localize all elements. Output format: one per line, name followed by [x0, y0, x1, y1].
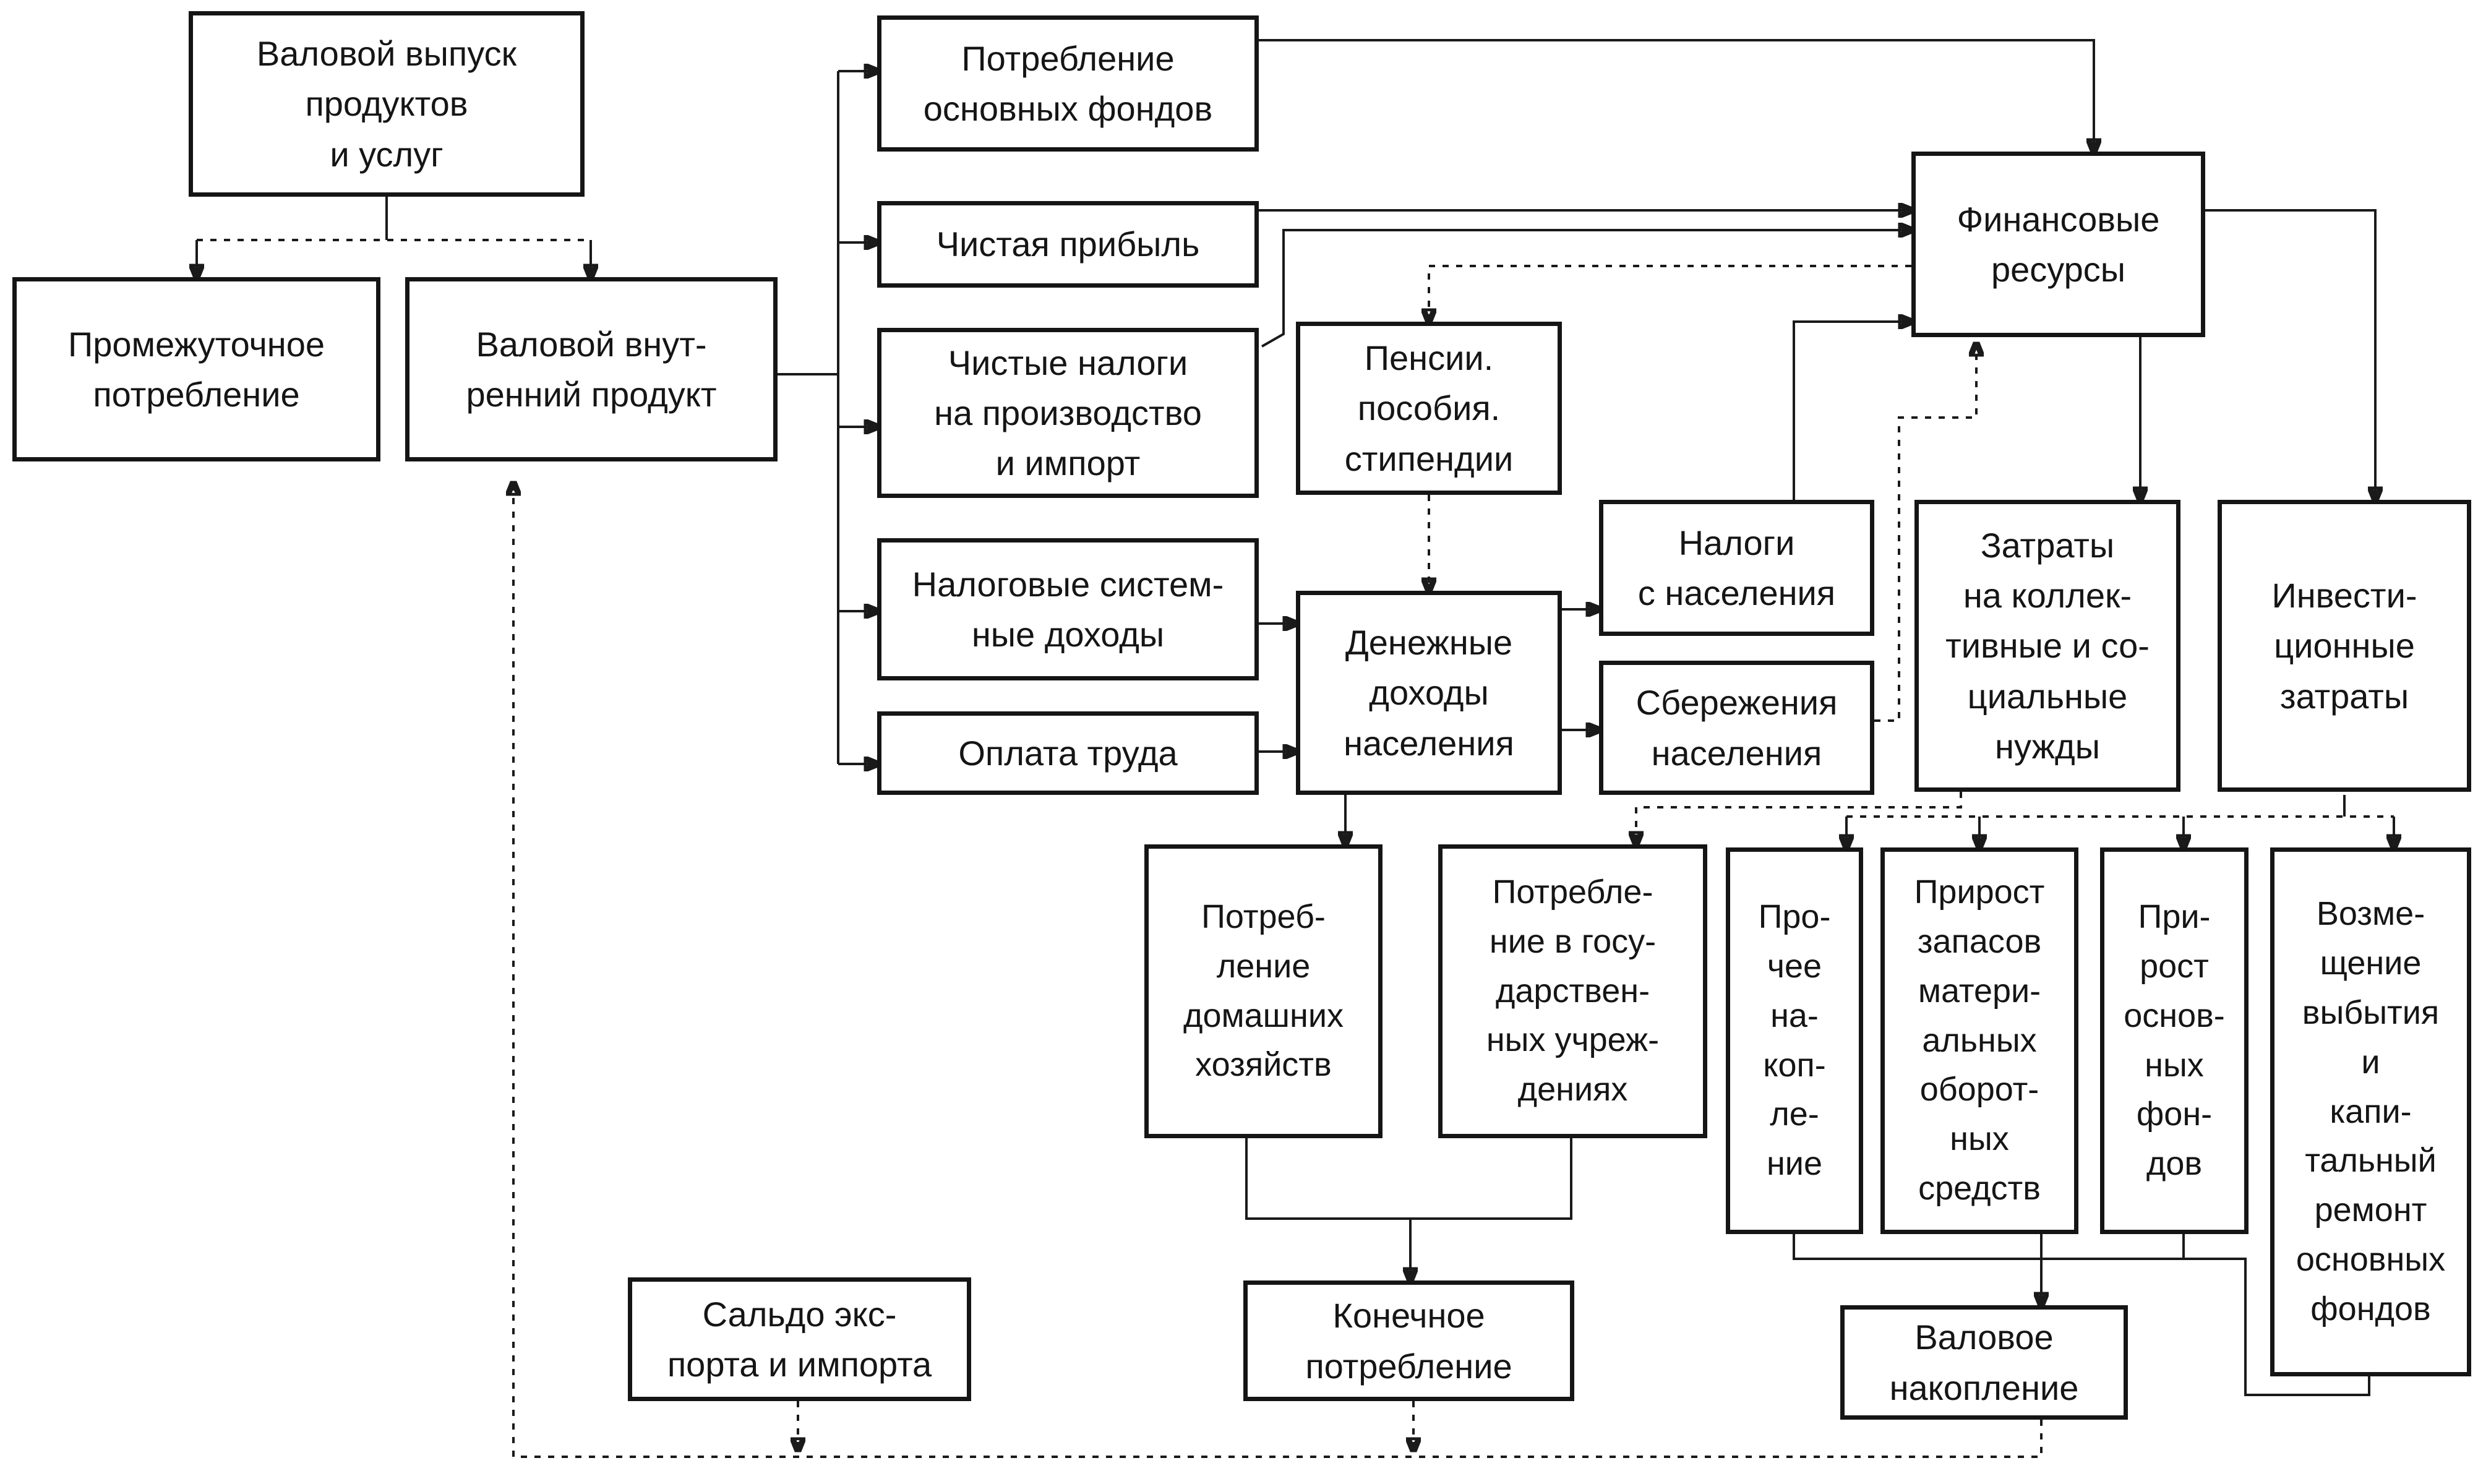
connector-accumulation-join [1793, 1234, 2370, 1396]
node-investment: Инвести- ционные затраты [2218, 500, 2471, 792]
arrow-pop-taxes-to-financial [1793, 322, 1911, 507]
node-other-accumulation: Про- чее на- коп- ле- ние [1726, 847, 1863, 1234]
arrow-return-to-gdp [513, 483, 2043, 1458]
node-wages: Оплата труда [877, 711, 1259, 795]
node-net-profit: Чистая прибыль [877, 201, 1259, 288]
node-net-export: Сальдо экс- порта и импорта [628, 1277, 971, 1401]
node-population-savings: Сбережения населения [1599, 661, 1874, 795]
node-gross-output: Валовой выпуск продуктов и услуг [189, 11, 585, 197]
node-collective-needs: Затраты на коллек- тивные и со- циальные… [1914, 500, 2180, 792]
arrow-net-taxes-to-financial [1261, 230, 1911, 348]
node-gdp: Валовой внут- ренний продукт [405, 277, 778, 461]
node-pensions: Пенсии. пособия. стипендии [1296, 322, 1562, 495]
node-replacement-repair: Возме- щение выбытия и капи- тальный рем… [2270, 847, 2471, 1376]
arrow-financial-to-pensions [1429, 265, 1911, 322]
node-cash-income: Денежные доходы населения [1296, 591, 1562, 795]
connector-consumption-join [1245, 1138, 1572, 1220]
node-government-consumption: Потребле- ние в госу- дарствен- ных учре… [1438, 844, 1707, 1138]
arrow-collective-to-government [1636, 792, 1962, 844]
node-net-taxes: Чистые налоги на производство и импорт [877, 328, 1259, 498]
arrow-financial-to-investment [2205, 209, 2375, 500]
node-gross-accumulation: Валовое накопление [1840, 1305, 2128, 1420]
node-intermediate-consumption: Промежуточное потребление [12, 277, 380, 461]
node-final-consumption: Конечное потребление [1243, 1280, 1574, 1401]
node-population-taxes: Налоги с населения [1599, 500, 1874, 636]
node-fixed-capital-consumption: Потребление основных фондов [877, 15, 1259, 152]
arrow-fixed-capital-to-financial [1259, 39, 2094, 152]
arrow-savings-to-financial [1874, 343, 1976, 722]
node-fixed-assets-growth: При- рост основ- ных фон- дов [2100, 847, 2249, 1234]
node-financial-resources: Финансовые ресурсы [1911, 152, 2205, 337]
node-tax-system-income: Налоговые систем- ные доходы [877, 538, 1259, 680]
node-inventory-growth: Прирост запасов матери- альных оборот- н… [1880, 847, 2078, 1234]
node-household-consumption: Потреб- ление домашних хозяйств [1144, 844, 1383, 1138]
